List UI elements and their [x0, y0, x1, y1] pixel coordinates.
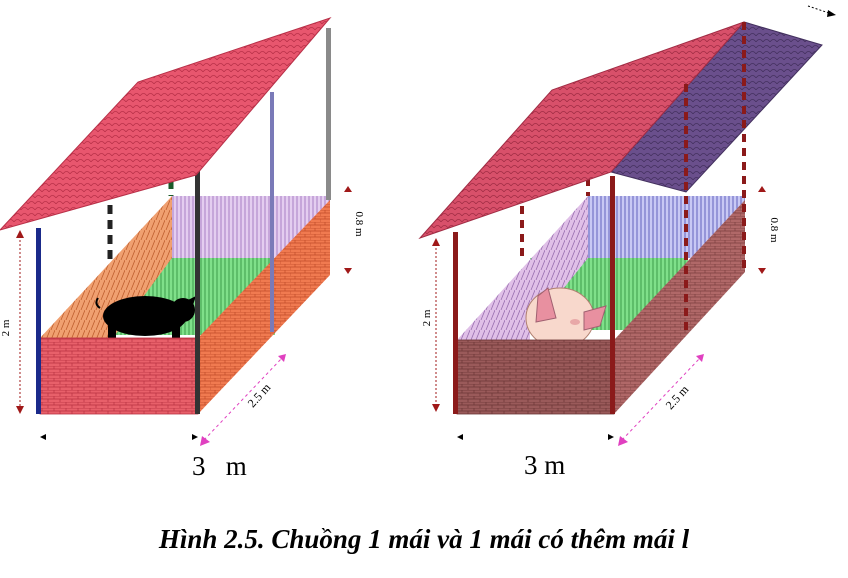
right-top-right-arrowhead — [827, 10, 836, 17]
left-roof — [0, 16, 332, 231]
right-height-arrow-top — [432, 238, 440, 246]
left-top-arrow-bottom — [344, 268, 352, 274]
right-width-label: 3 m — [524, 450, 565, 480]
right-depth-dim-line — [621, 357, 701, 441]
left-width-label: 3 m — [192, 451, 247, 481]
right-front-pole — [453, 232, 458, 414]
right-top-label: 0.8 m — [768, 217, 780, 243]
right-dimensions: 2 m 0.8 m 2.5 m 3 m — [421, 5, 836, 480]
black-pig-icon — [95, 296, 196, 338]
left-height-arrow-top — [16, 230, 24, 238]
left-depth-label: 2.5 m — [245, 380, 274, 410]
left-shelter — [0, 16, 332, 415]
left-width-arrow-right — [192, 434, 198, 440]
figure-caption: Hình 2.5. Chuồng 1 mái và 1 mái có thêm … — [158, 524, 690, 554]
left-depth-arrow-a — [200, 436, 210, 446]
right-width-arrow-left — [457, 434, 463, 440]
right-width-arrow-right — [608, 434, 614, 440]
left-back-pole-gray — [326, 28, 331, 200]
left-height-label: 2 m — [0, 319, 12, 336]
right-side-brick-wall — [614, 200, 745, 414]
left-front-pole — [36, 228, 41, 414]
right-top-arrow-top — [758, 186, 766, 192]
left-height-arrow-bottom — [16, 406, 24, 414]
left-top-label: 0.8 m — [353, 211, 365, 237]
left-mid-pole — [195, 170, 200, 414]
right-top-arrow-bottom — [758, 268, 766, 274]
left-side-brick-wall — [198, 200, 330, 414]
right-height-label: 2 m — [421, 309, 433, 326]
right-mid-pole — [610, 176, 615, 414]
right-inner-side-rail — [457, 196, 588, 340]
right-front-brick-wall — [456, 339, 615, 415]
left-depth-dim-line — [203, 357, 283, 441]
right-shelter — [418, 21, 823, 415]
pink-pig-icon — [525, 287, 607, 349]
left-front-brick-wall — [39, 337, 199, 415]
left-back-pole-blue — [270, 92, 274, 332]
left-depth-arrow-b — [278, 354, 286, 362]
right-depth-arrow-a — [618, 436, 628, 446]
right-height-arrow-bottom — [432, 404, 440, 412]
right-depth-label: 2.5 m — [663, 382, 692, 412]
right-depth-arrow-b — [696, 354, 704, 362]
left-width-arrow-left — [40, 434, 46, 440]
left-top-arrow-top — [344, 186, 352, 192]
